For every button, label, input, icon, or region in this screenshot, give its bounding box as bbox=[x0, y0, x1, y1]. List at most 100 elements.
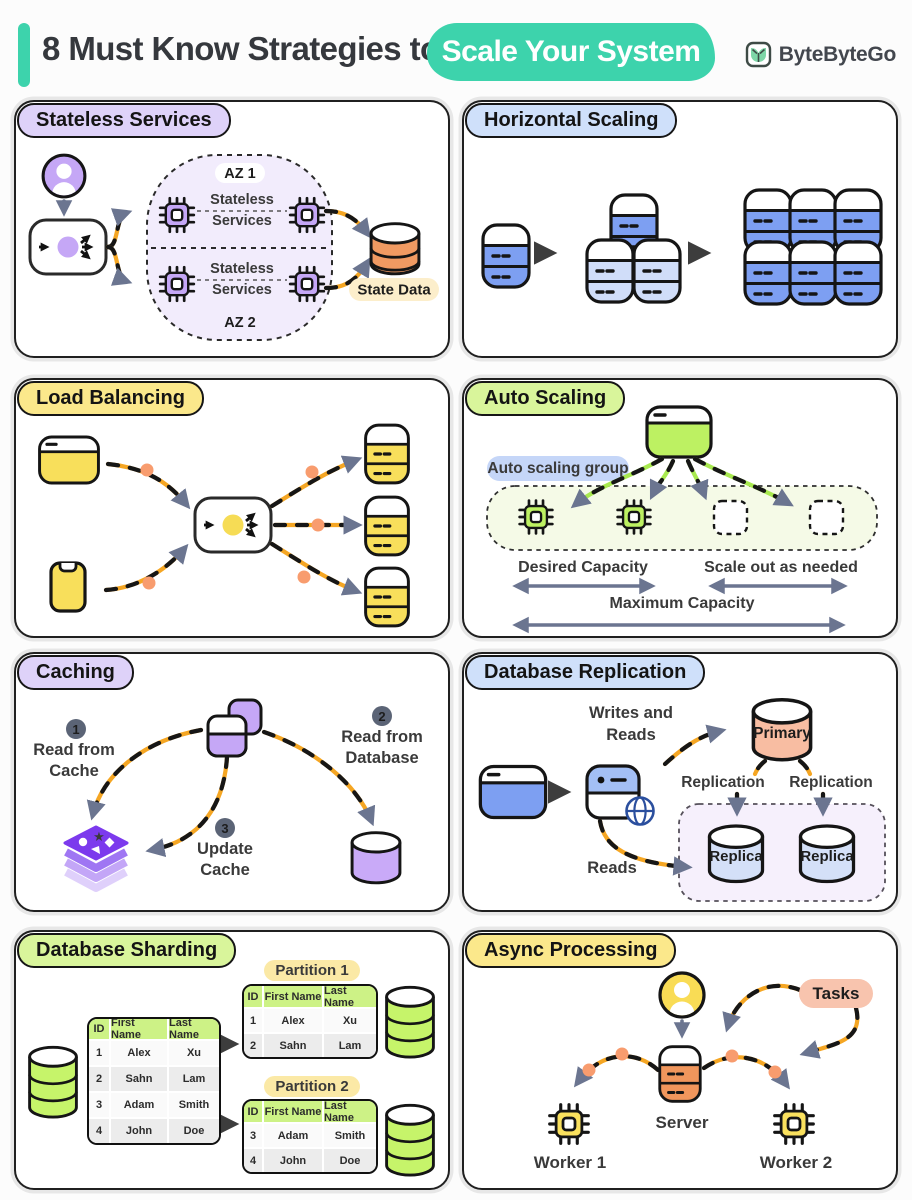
az1-label: AZ 1 bbox=[224, 166, 255, 182]
packet-dot bbox=[725, 1049, 739, 1063]
caching-arrows bbox=[86, 727, 376, 858]
cell: Smith bbox=[324, 1124, 376, 1147]
replica-label: Replica bbox=[800, 848, 854, 865]
panel-auto-scaling: Auto Scaling Auto scaling group Desired … bbox=[462, 378, 898, 638]
cell: Lam bbox=[169, 1067, 219, 1091]
replica-label: Replica bbox=[709, 848, 763, 865]
panel-title-caching: Caching bbox=[17, 655, 134, 690]
cell: Doe bbox=[169, 1119, 219, 1143]
panel-title-replication: Database Replication bbox=[465, 655, 706, 690]
cell: Alex bbox=[264, 1009, 322, 1032]
branch-arrows bbox=[105, 208, 133, 286]
step-number: 1 bbox=[72, 722, 79, 737]
brand-logo: ByteByteGo bbox=[745, 41, 896, 68]
replication-label: Replication bbox=[789, 774, 873, 791]
az2-label: AZ 2 bbox=[224, 315, 255, 331]
cell: 1 bbox=[89, 1041, 109, 1065]
server-icon bbox=[835, 242, 881, 304]
state-data-badge bbox=[349, 278, 439, 301]
logo-text: ByteByteGo bbox=[778, 42, 897, 66]
svg-text:★: ★ bbox=[93, 829, 105, 844]
cell: 4 bbox=[89, 1119, 109, 1143]
server-icon bbox=[483, 225, 529, 287]
worker2-label: Worker 2 bbox=[760, 1153, 832, 1172]
panel-title-auto-scaling: Auto Scaling bbox=[465, 381, 626, 416]
packet-dot bbox=[768, 1065, 782, 1079]
state-database-icon bbox=[369, 222, 421, 276]
state-arrows bbox=[323, 208, 372, 291]
col-header: First Name bbox=[264, 1101, 322, 1122]
step-badge bbox=[215, 818, 235, 838]
cell: Lam bbox=[324, 1034, 376, 1057]
panel-stateless-services: Stateless Services AZ 1 Stateless Servic… bbox=[14, 100, 450, 358]
scaling-arrows bbox=[570, 456, 794, 509]
phone-icon bbox=[49, 561, 87, 613]
reads-label: Reads bbox=[587, 859, 637, 877]
primary-label: Primary bbox=[753, 725, 811, 742]
writes-reads-label: Reads bbox=[606, 726, 656, 744]
cell: Alex bbox=[111, 1041, 167, 1065]
server-icon bbox=[366, 568, 409, 626]
panel-title-async: Async Processing bbox=[465, 933, 677, 968]
load-balancer-icon bbox=[195, 498, 271, 552]
writes-reads-label: Writes and bbox=[589, 704, 673, 722]
packet-dot bbox=[140, 463, 154, 477]
col-header: ID bbox=[244, 986, 262, 1007]
panel-horizontal-scaling: Horizontal Scaling bbox=[462, 100, 898, 358]
packet-dot bbox=[311, 518, 325, 532]
server-icon bbox=[366, 497, 409, 555]
caching-diagram: 1 Read from Cache 2 Read from Database 3… bbox=[33, 698, 423, 892]
worker-chip-icon bbox=[548, 1103, 590, 1145]
col-header: Last Name bbox=[324, 986, 376, 1009]
replication-stubs bbox=[752, 758, 813, 777]
packet-dot bbox=[297, 570, 311, 584]
reads-arrow bbox=[597, 818, 693, 876]
step-label: Cache bbox=[49, 762, 99, 780]
partition1-badge: Partition 1 bbox=[264, 960, 360, 981]
cell: Xu bbox=[169, 1041, 219, 1065]
cell: Xu bbox=[324, 1009, 376, 1032]
scale-out-label: Scale out as needed bbox=[704, 559, 858, 576]
cell: Doe bbox=[324, 1149, 376, 1172]
partition2-badge: Partition 2 bbox=[264, 1076, 360, 1097]
horizontal-diagram bbox=[464, 102, 895, 355]
tasks-badge bbox=[799, 979, 873, 1008]
col-header: First Name bbox=[111, 1019, 167, 1041]
step-label: Read from bbox=[341, 728, 423, 746]
packet-dot bbox=[142, 576, 156, 590]
service-label: Services bbox=[212, 213, 272, 229]
panel-title-stateless: Stateless Services bbox=[17, 103, 231, 138]
maximum-capacity-label: Maximum Capacity bbox=[610, 595, 755, 612]
panel-database-sharding: Database Sharding ID First Name Last Nam… bbox=[14, 930, 450, 1190]
load-balancing-diagram bbox=[16, 380, 447, 635]
app-server-icon bbox=[585, 764, 655, 826]
accent-bar bbox=[18, 23, 30, 87]
cell: 2 bbox=[244, 1034, 262, 1057]
server-icon bbox=[366, 425, 409, 483]
browser-icon bbox=[480, 767, 545, 818]
outbound-arrows bbox=[269, 455, 363, 596]
primary-arrow bbox=[662, 724, 727, 767]
step-label: Database bbox=[345, 749, 418, 767]
server-icon bbox=[790, 242, 836, 304]
server-icon bbox=[587, 240, 633, 302]
server-icon bbox=[660, 1047, 700, 1102]
cell: John bbox=[111, 1119, 167, 1143]
page-title: 8 Must Know Strategies to bbox=[42, 30, 440, 67]
user-icon bbox=[43, 155, 85, 206]
asg-label: Auto scaling group bbox=[487, 460, 628, 477]
cell: 4 bbox=[244, 1149, 262, 1172]
async-diagram: Server Tasks Worker 1 Worker 2 bbox=[534, 932, 873, 1172]
az1-pill bbox=[215, 163, 265, 183]
cell: 3 bbox=[89, 1093, 109, 1117]
worker-chip-icon bbox=[773, 1103, 815, 1145]
service-label: Services bbox=[212, 282, 272, 298]
col-header: Last Name bbox=[324, 1101, 376, 1124]
step-label: Cache bbox=[200, 861, 250, 879]
placeholder-slot bbox=[712, 499, 749, 536]
step-label: Read from bbox=[33, 741, 115, 759]
cell: 3 bbox=[244, 1124, 262, 1147]
replication-label: Replication bbox=[681, 774, 765, 791]
load-balancer-icon bbox=[30, 220, 106, 274]
step-badge bbox=[66, 719, 86, 739]
